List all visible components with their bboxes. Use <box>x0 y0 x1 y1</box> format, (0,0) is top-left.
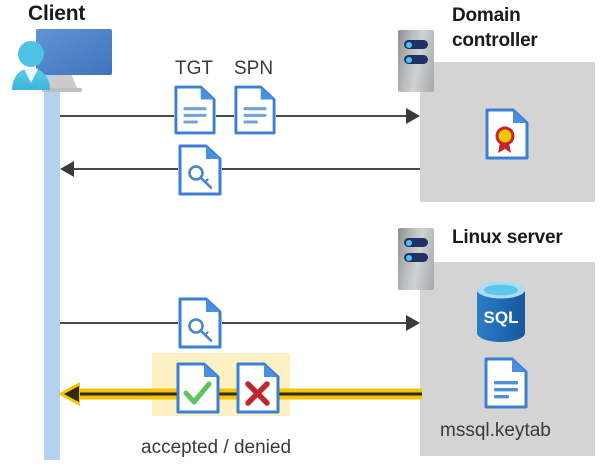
domain-controller-title-line2: controller <box>452 30 538 51</box>
accepted-doc-icon <box>176 362 220 414</box>
accepted-denied-caption: accepted / denied <box>141 437 292 458</box>
spn-label: SPN <box>234 58 274 79</box>
flow-arrow-dc-to-client <box>60 161 420 177</box>
client-lifeline <box>44 70 60 460</box>
keytab-caption: mssql.keytab <box>440 420 551 441</box>
certificate-doc-icon <box>485 108 529 160</box>
sql-database-icon: SQL <box>473 281 529 343</box>
sql-icon-label: SQL <box>484 308 519 327</box>
client-icon <box>8 27 116 97</box>
linux-server-title: Linux server <box>452 227 563 248</box>
client-title: Client <box>28 2 86 25</box>
tgt-ticket-doc-icon <box>178 144 222 196</box>
domain-controller-rack-icon <box>398 30 434 92</box>
linux-server-rack-icon <box>398 228 434 290</box>
domain-controller-title: Domain controller <box>452 3 592 53</box>
denied-doc-icon <box>236 362 280 414</box>
spn-doc-icon <box>234 85 276 135</box>
service-ticket-doc-icon <box>178 297 222 349</box>
keytab-doc-icon <box>484 357 528 409</box>
tgt-label: TGT <box>175 58 213 79</box>
tgt-doc-icon <box>174 85 216 135</box>
flow-arrow-client-to-dc <box>60 108 420 124</box>
domain-controller-title-line1: Domain <box>452 5 521 26</box>
flow-arrow-client-to-linux <box>60 315 420 331</box>
